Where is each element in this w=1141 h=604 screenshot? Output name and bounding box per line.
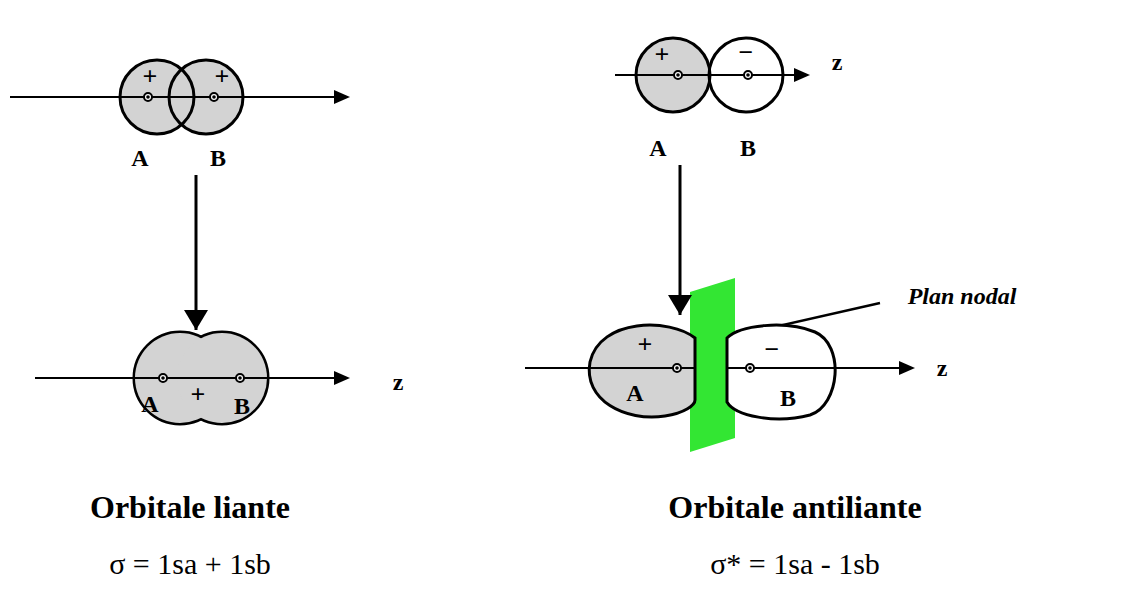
orbital-label: B	[740, 136, 756, 160]
orbital-label: B	[234, 394, 250, 418]
orbital-label: −	[739, 40, 754, 66]
transition-arrow	[679, 165, 682, 315]
orbital-shapes	[110, 60, 260, 134]
orbital-label: +	[191, 382, 206, 408]
axis-arrow	[334, 371, 350, 385]
callout-label: Plan nodal	[908, 283, 1017, 309]
orbital-label: +	[638, 332, 653, 358]
orbital-label: B	[210, 146, 226, 170]
orbital-lobe	[727, 325, 835, 419]
nucleus-dot	[212, 95, 216, 99]
axis-line	[35, 377, 336, 379]
orbital-figure: A + B	[130, 330, 270, 428]
orbital-lobe	[589, 325, 695, 417]
nucleus-dot	[746, 364, 754, 372]
caption-title: Orbitale antiliante	[668, 490, 921, 525]
orbital-shapes	[625, 38, 795, 112]
caption-title: Orbitale liante	[90, 490, 290, 525]
orbital-label: +	[215, 64, 230, 90]
orbital-figure: + + A B	[110, 45, 260, 175]
orbital-label: +	[143, 64, 158, 90]
nucleus-dot	[210, 93, 218, 101]
axis-line	[615, 74, 796, 76]
axis-label: z	[937, 355, 948, 381]
nucleus-dot	[146, 95, 150, 99]
orbital-label: A	[141, 392, 158, 416]
axis-label: z	[832, 49, 843, 75]
formula: σ* = 1sa - 1sb	[710, 547, 880, 580]
nucleus-dot	[676, 73, 680, 77]
axis-label: z	[393, 369, 404, 395]
nucleus-dot	[675, 366, 679, 370]
orbital-label: B	[780, 386, 796, 410]
axis-arrow	[794, 68, 810, 82]
orbital-figure: + − A B	[580, 315, 845, 425]
orbital-outline	[580, 315, 845, 425]
orbital-label: −	[765, 337, 780, 363]
nucleus-dot	[159, 374, 167, 382]
nucleus-dot	[673, 364, 681, 372]
orbital-label: A	[649, 136, 666, 160]
orbital-label: +	[655, 42, 670, 68]
orbital-label: A	[626, 381, 643, 405]
nucleus-dot	[144, 93, 152, 101]
orbital-shapes	[586, 325, 842, 419]
nucleus-dot	[161, 376, 165, 380]
nucleus-dot	[746, 73, 750, 77]
nucleus-dot	[744, 71, 752, 79]
axis-arrow	[334, 90, 350, 104]
nucleus-dot	[748, 366, 752, 370]
axis-line	[727, 367, 842, 369]
axis-line	[110, 96, 260, 98]
orbital-figure: + − A B	[625, 25, 795, 165]
nucleus-dot	[236, 374, 244, 382]
axis-line	[625, 74, 795, 76]
nucleus-dot	[674, 71, 682, 79]
orbital-shapes	[130, 333, 270, 423]
axis-line	[586, 367, 695, 369]
formula: σ = 1sa + 1sb	[109, 547, 271, 580]
axis-arrow	[899, 361, 915, 375]
nucleus-dot	[238, 376, 242, 380]
orbital-label: A	[131, 146, 148, 170]
connectors	[196, 165, 680, 330]
axis-line	[130, 377, 270, 379]
axis-line	[10, 96, 336, 98]
transition-arrow	[195, 175, 198, 330]
